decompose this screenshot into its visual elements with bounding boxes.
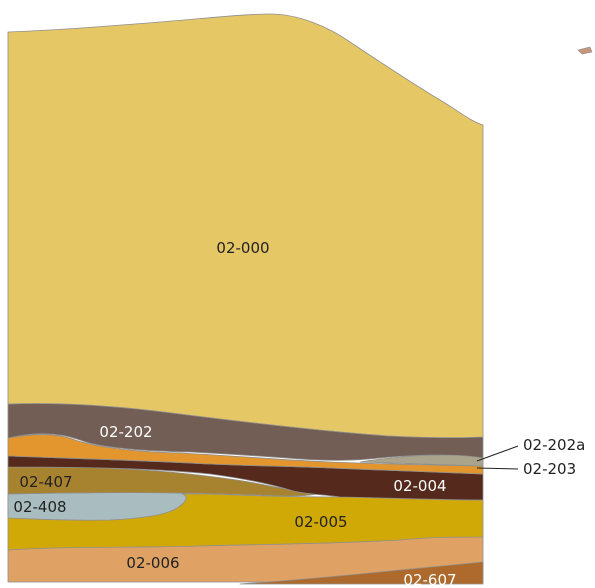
- label-02-607: 02-607: [403, 571, 456, 588]
- label-02-407: 02-407: [19, 473, 72, 491]
- layer-02-000: [7, 13, 484, 439]
- label-02-006: 02-006: [126, 554, 179, 572]
- label-02-004: 02-004: [393, 477, 446, 495]
- label-02-202: 02-202: [99, 423, 152, 441]
- label-02-005: 02-005: [294, 513, 347, 531]
- label-02-000: 02-000: [216, 239, 269, 257]
- label-02-408: 02-408: [13, 498, 66, 516]
- layer-02-607: [239, 561, 484, 585]
- label-02-203: 02-203: [523, 460, 576, 478]
- leader-line-02-202a: [476, 445, 519, 462]
- fragment-shape: [577, 46, 593, 55]
- label-02-202a: 02-202a: [523, 436, 585, 454]
- leader-line-02-203: [476, 467, 519, 470]
